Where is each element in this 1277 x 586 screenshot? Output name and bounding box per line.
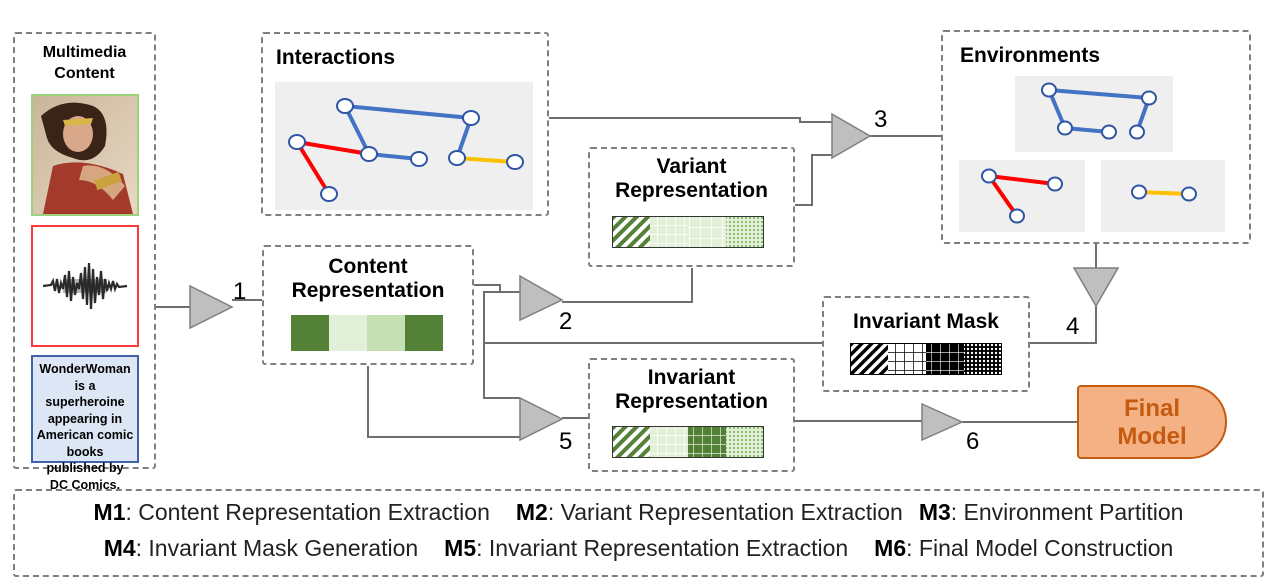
environment-graph-2: [959, 160, 1085, 232]
final-model-node: Final Model: [1077, 385, 1227, 459]
merge-node-6: [921, 402, 964, 442]
interactions-box: Interactions: [261, 32, 549, 216]
invariant-representation-title: Invariant Representation: [615, 366, 768, 413]
legend-item-m2: M2: Variant Representation Extraction: [515, 499, 903, 525]
step-number-3: 3: [874, 106, 888, 133]
step-number-6: 6: [966, 428, 980, 455]
invariant-representation-box: Invariant Representation: [588, 358, 795, 472]
audio-waveform: [31, 225, 139, 347]
legend-row-1: M1: Content Representation Extraction M2:…: [15, 499, 1262, 526]
content-representation-vector: [291, 315, 443, 351]
step-number-5: 5: [559, 428, 573, 455]
environment-graph-3: [1101, 160, 1225, 232]
legend-item-m1: M1: Content Representation Extraction: [93, 499, 490, 525]
merge-node-1: [189, 284, 234, 330]
variant-representation-vector: [612, 216, 764, 248]
environments-box: Environments: [941, 30, 1251, 244]
content-representation-box: Content Representation: [262, 245, 474, 365]
merge-node-3: [831, 112, 872, 160]
text-snippet: WonderWoman is a superheroine appearing …: [31, 355, 139, 492]
legend-item-m5: M5: Invariant Representation Extraction: [444, 535, 849, 561]
environment-graph-1: [1015, 76, 1173, 152]
invariant-representation-vector: [612, 426, 764, 458]
multimedia-title: Multimedia Content: [42, 44, 127, 82]
environments-title: Environments: [960, 44, 1101, 67]
step-number-4: 4: [1066, 313, 1080, 340]
legend-item-m4: M4: Invariant Mask Generation: [103, 535, 419, 561]
step-number-2: 2: [559, 308, 573, 335]
content-representation-title: Content Representation: [291, 255, 445, 302]
variant-representation-box: Variant Representation: [588, 147, 795, 267]
legend-item-m6: M6: Final Model Construction: [874, 535, 1174, 561]
legend-box: M1: Content Representation Extraction M2:…: [13, 489, 1264, 577]
hero-image: [31, 94, 139, 216]
merge-node-4: [1072, 267, 1120, 308]
invariant-mask-vector: [850, 343, 1002, 375]
invariant-mask-box: Invariant Mask: [822, 296, 1030, 392]
interaction-graph: [275, 82, 533, 210]
interactions-title: Interactions: [276, 46, 396, 69]
merge-node-5: [519, 396, 564, 442]
step-number-1: 1: [233, 278, 247, 305]
legend-row-2: M4: Invariant Mask Generation M5: Invaria…: [15, 535, 1262, 562]
merge-node-2: [519, 274, 564, 322]
multimedia-content-box: Multimedia Content WonderWoman is: [13, 32, 156, 492]
legend-item-m3: M3: Environment Partition: [918, 499, 1184, 525]
variant-representation-title: Variant Representation: [615, 155, 768, 202]
invariant-mask-title: Invariant Mask: [853, 310, 999, 333]
